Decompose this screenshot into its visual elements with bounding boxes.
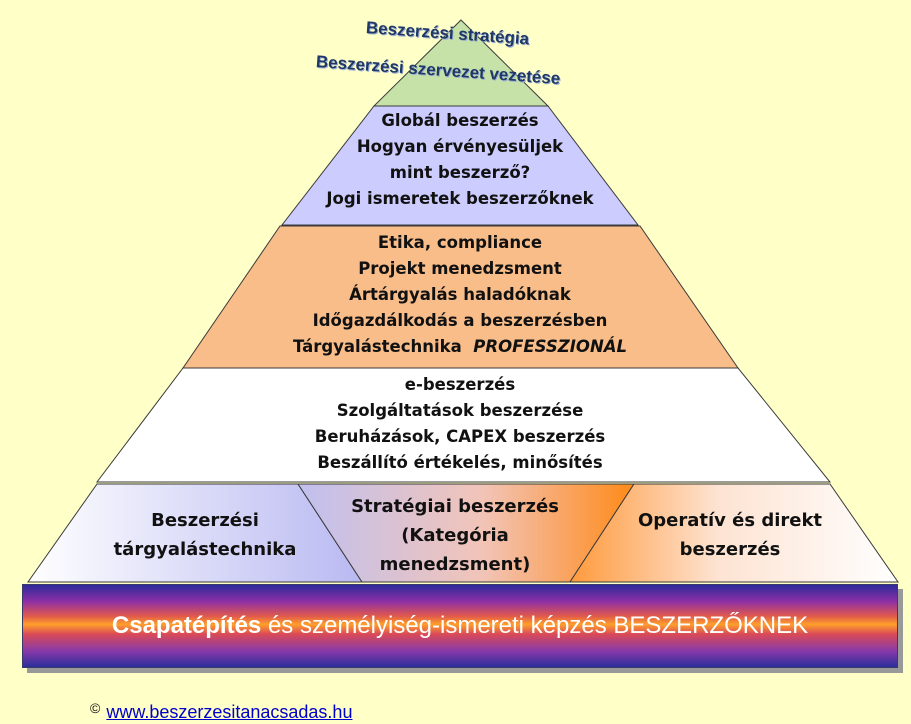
base-middle-line: menedzsment) <box>379 554 531 575</box>
tier-2-line-last: Tárgyalástechnika PROFESSZIONÁL <box>230 334 690 360</box>
footer: © www.beszerzesitanacsadas.hu <box>90 700 352 723</box>
tier-1-line: Hogyan érvényesüljek <box>356 137 564 156</box>
tier-3-line: Szolgáltatások beszerzése <box>336 401 584 420</box>
tier-3-text: e-beszerzés Szolgáltatások beszerzése Be… <box>200 372 720 476</box>
copyright-symbol: © <box>90 700 101 716</box>
banner-rest-text: és személyiség-ismereti képzés BESZERZŐK… <box>261 612 809 639</box>
tier-3-line: Beruházások, CAPEX beszerzés <box>314 427 606 446</box>
base-right-text: Operatív és direkt beszerzés <box>600 506 860 564</box>
tier-2-line: Időgazdálkodás a beszerzésben <box>312 311 608 330</box>
tier-2-last-italic: PROFESSZIONÁL <box>473 337 628 356</box>
website-link[interactable]: www.beszerzesitanacsadas.hu <box>106 702 353 722</box>
base-left-line: Beszerzési <box>151 510 259 531</box>
tier-2-last-prefix: Tárgyalástechnika <box>292 337 462 356</box>
banner-text: Csapatépítés és személyiség-ismereti kép… <box>112 612 808 640</box>
base-left-text: Beszerzési tárgyalástechnika <box>90 506 320 564</box>
tier-1-line: Globál beszerzés <box>381 111 539 130</box>
base-left-line: tárgyalástechnika <box>113 539 297 560</box>
base-right-line: beszerzés <box>679 539 781 560</box>
base-right-line: Operatív és direkt <box>637 510 823 531</box>
pyramid-tier-3 <box>95 367 832 483</box>
pyramid-tier-1 <box>280 105 640 226</box>
tier-2-line: Projekt menedzsment <box>358 259 562 278</box>
base-middle-line: (Kategória <box>401 525 509 546</box>
tier-3-line: e-beszerzés <box>404 375 516 394</box>
team-building-banner: Csapatépítés és személyiség-ismereti kép… <box>22 584 898 668</box>
banner-bold-text: Csapatépítés <box>111 612 262 639</box>
tier-2-text: Etika, compliance Projekt menedzsment Ár… <box>230 230 690 360</box>
base-middle-line: Stratégiai beszerzés <box>351 496 559 517</box>
base-middle-text: Stratégiai beszerzés (Kategória menedzsm… <box>320 492 590 579</box>
tier-1-line: Jogi ismeretek beszerzőknek <box>326 189 594 208</box>
tier-2-line: Ártárgyalás haladóknak <box>349 285 571 304</box>
tier-2-line: Etika, compliance <box>377 233 543 252</box>
tier-1-text: Globál beszerzés Hogyan érvényesüljek mi… <box>250 108 670 212</box>
base-segment-right <box>569 483 899 583</box>
tier-3-line: Beszállító értékelés, minősítés <box>317 453 603 472</box>
tier-1-line: mint beszerző? <box>389 163 531 182</box>
